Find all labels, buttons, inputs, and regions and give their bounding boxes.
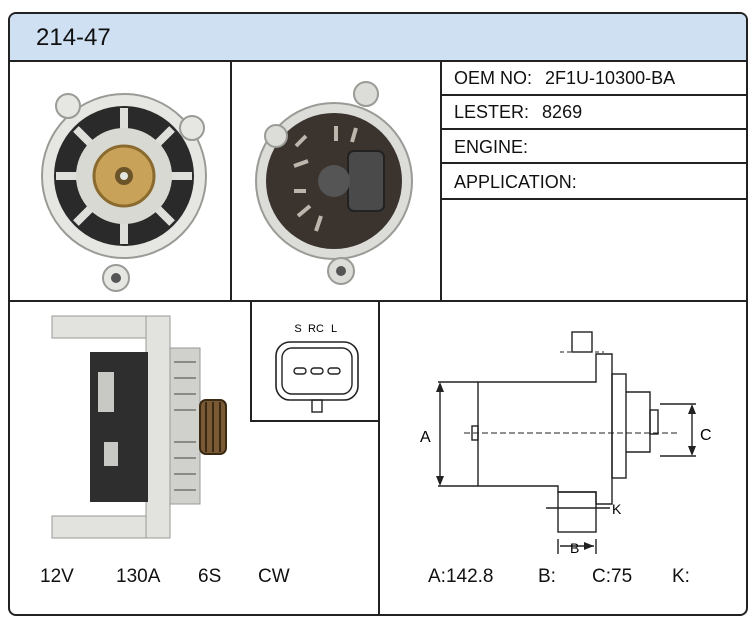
info-divider-1 (442, 94, 746, 96)
engine-label: ENGINE: (454, 137, 529, 157)
col-divider-3 (378, 302, 380, 614)
dimension-k-value: K: (672, 566, 690, 587)
alternator-front-photo (41, 93, 207, 292)
dimension-label-b: B (570, 540, 579, 556)
connector-pin-s (293, 367, 307, 375)
pulley-spec: 6S (198, 566, 222, 587)
dimension-label-c: C (700, 427, 712, 444)
lester-row: LESTER: 8269 (454, 102, 582, 123)
connector-pin-label-rc: RC (308, 323, 324, 335)
dimension-b-value: B: (538, 566, 556, 587)
oem-label: OEM NO: (454, 68, 533, 88)
product-sheet: 214-47 OEM NO: 2F1U-10300-BA LESTER: 826… (8, 12, 748, 616)
alternator-side-photo (51, 315, 227, 539)
connector-pin-l (327, 367, 341, 375)
dimension-a-value: A:142.8 (428, 566, 494, 587)
lester-label: LESTER: (454, 102, 530, 122)
connector-bottom-border (250, 420, 380, 422)
rotation-spec: CW (258, 566, 290, 587)
lester-value: 8269 (542, 102, 583, 122)
connector-pin-rc (310, 367, 324, 375)
info-divider-2 (442, 128, 746, 130)
oem-row: OEM NO: 2F1U-10300-BA (454, 68, 675, 89)
voltage-spec: 12V (40, 566, 74, 587)
application-label: APPLICATION: (454, 172, 577, 192)
connector-pin-label-s: S (294, 323, 301, 335)
header-bar: 214-47 (10, 14, 746, 62)
connector-left-border (250, 302, 252, 422)
dimension-label-a: A (420, 429, 431, 446)
row-divider (10, 300, 746, 302)
info-divider-3 (442, 162, 746, 164)
col-divider-1 (230, 60, 232, 300)
dimension-label-k: K (612, 501, 622, 517)
col-divider-2 (440, 60, 442, 300)
part-number-title: 214-47 (36, 24, 111, 51)
dimension-drawing: A C K B (420, 331, 712, 556)
connector-diagram: S RC L (275, 323, 359, 413)
dimension-c-value: C:75 (592, 566, 633, 587)
connector-pin-label-l: L (331, 323, 337, 335)
alternator-rear-photo (255, 81, 413, 285)
amperage-spec: 130A (116, 566, 161, 587)
oem-value: 2F1U-10300-BA (545, 68, 676, 88)
info-divider-4 (442, 198, 746, 200)
